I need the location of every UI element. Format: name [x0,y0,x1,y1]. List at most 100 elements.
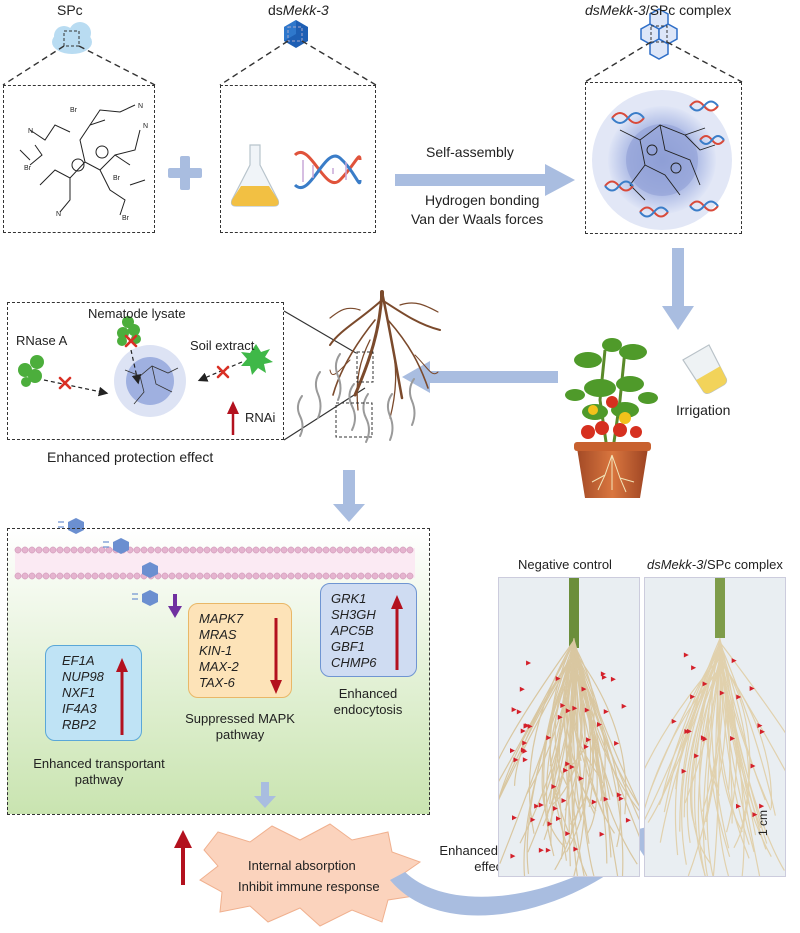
membrane-head [56,546,64,554]
membrane-head [63,572,71,580]
membrane-head [126,572,134,580]
soil-extract-label: Soil extract [190,338,255,353]
membrane-head [210,572,218,580]
purple-down-arrow [168,594,182,618]
gall-marker [511,707,517,713]
gall-marker [750,763,756,769]
root-strand [523,651,575,876]
down-arrow-irrigation [662,248,694,330]
root-strand [499,653,575,801]
gall-marker [556,816,562,822]
svg-text:N: N [138,103,143,110]
membrane-head [49,546,57,554]
gene-item: MAX-2 [199,659,239,674]
dsmekk-zoom-box [220,85,376,233]
gall-marker [671,718,677,724]
membrane-head [56,572,64,580]
gene-item: NXF1 [62,685,96,700]
membrane-head [266,546,274,554]
membrane-head [28,572,36,580]
root-strand [573,661,611,800]
internal-absorption-label: Internal absorption [248,858,356,873]
membrane-head [238,546,246,554]
membrane-head [161,546,169,554]
root-strand [573,650,627,815]
complex-hexagon-icon [640,8,678,60]
self-assembly-label: Self-assembly [426,144,514,160]
gall-marker [578,776,584,782]
membrane-head [231,546,239,554]
gene-item: GRK1 [331,591,367,606]
membrane-head [392,546,400,554]
root-strand [719,662,755,853]
gall-marker [547,821,553,827]
membrane-head [315,546,323,554]
membrane-head [364,546,372,554]
gall-marker [581,686,587,692]
gall-marker [610,676,616,682]
irrigation-beaker-icon [682,344,728,395]
gall-marker [759,803,765,809]
root-strand [573,639,612,858]
complex-roots-drawing [645,578,785,876]
membrane-head [357,572,365,580]
gall-marker [694,753,700,759]
gall-marker [618,796,624,802]
rnase-a-label: RNase A [16,333,68,348]
gene-item: MRAS [199,627,237,642]
gene-item: TAX-6 [199,675,235,690]
membrane-head [238,572,246,580]
inhibit-immune-label: Inhibit immune response [238,879,380,894]
negative-roots-drawing [499,578,639,876]
root-strand [528,640,575,834]
membrane-head [203,572,211,580]
svg-text:Br: Br [24,165,32,172]
membrane-head [364,572,372,580]
membrane-head [182,546,190,554]
membrane-head [266,572,274,580]
membrane-head [140,546,148,554]
membrane-head [301,572,309,580]
gall-marker [719,690,725,696]
gall-marker [616,792,622,798]
dsmekk-hexagon-icon [284,20,308,48]
gall-marker [538,802,544,808]
membrane-head [287,546,295,554]
gall-marker [560,702,566,708]
root-strand [698,660,721,841]
membrane-head [217,546,225,554]
membrane-head [245,546,253,554]
membrane-head [35,546,43,554]
gene-item: GBF1 [331,639,365,654]
gene-item: APC5B [331,623,374,638]
membrane-head [189,572,197,580]
membrane-head [322,546,330,554]
svg-text:N: N [28,128,33,135]
gall-marker [569,764,575,770]
membrane-head [196,546,204,554]
protection-caption: Enhanced protection effect [47,449,214,465]
root-strand [683,665,721,818]
gall-marker [565,831,571,837]
membrane-head [392,572,400,580]
membrane-head [98,572,106,580]
membrane-head [273,546,281,554]
membrane-head [175,546,183,554]
gall-marker [684,729,690,735]
membrane-head [273,572,281,580]
gall-marker [522,757,528,763]
dna-icon [293,150,362,190]
gall-marker [586,737,592,743]
membrane-head [70,572,78,580]
gall-marker [512,815,518,821]
gall-marker [757,723,763,729]
membrane-head [280,572,288,580]
gall-marker [565,708,571,714]
flask-icon [230,144,280,207]
root-strand [719,659,768,844]
root-strand [719,646,750,849]
membrane-head [357,546,365,554]
